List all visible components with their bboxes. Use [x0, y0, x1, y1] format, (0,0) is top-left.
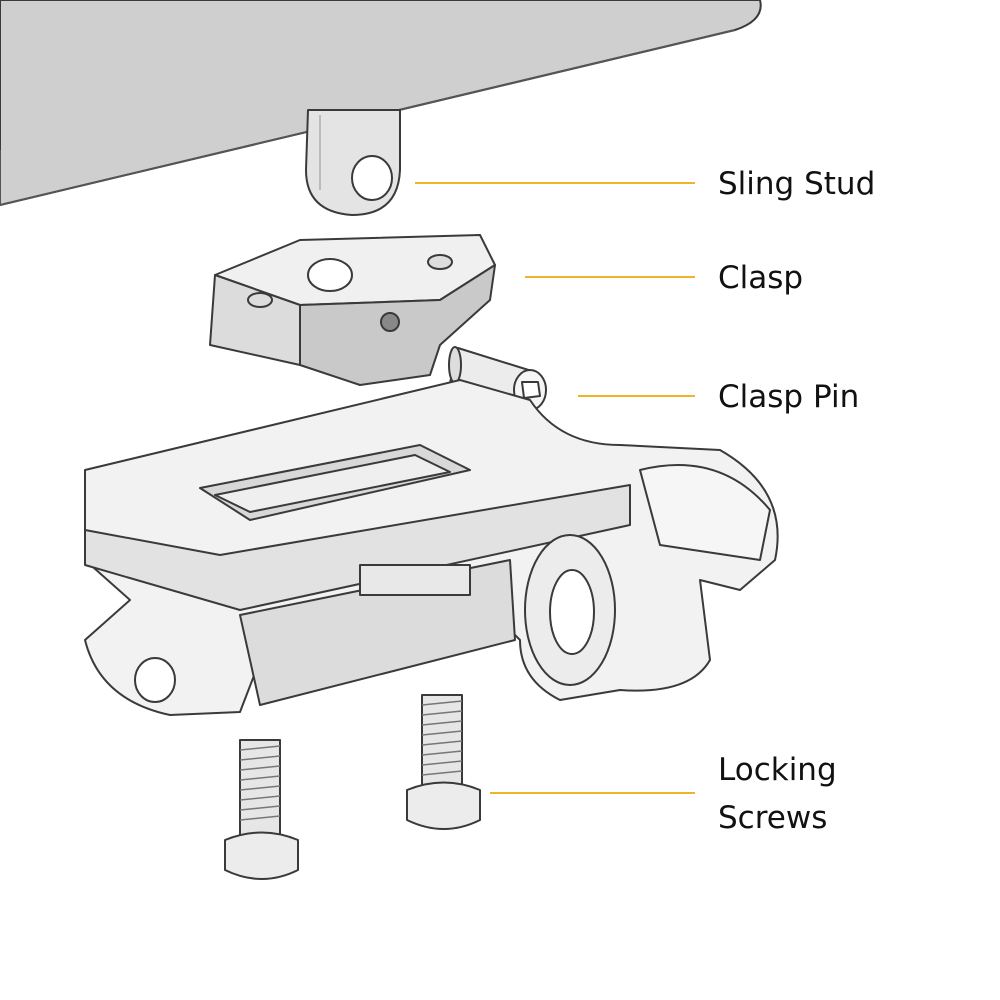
clasp-pin-leader — [578, 395, 695, 397]
locking-screws-label-line1: Locking — [718, 752, 837, 788]
sling-stud-leader — [415, 182, 695, 184]
locking-screw-right — [406, 694, 481, 830]
clasp-label: Clasp — [718, 260, 804, 296]
rifle-stock — [0, 0, 762, 206]
sling-stud-label: Sling Stud — [718, 166, 876, 202]
clasp-pin-label: Clasp Pin — [718, 379, 860, 415]
clasp-part — [209, 234, 496, 386]
locking-screw-left — [224, 739, 299, 880]
clasp-leader — [525, 276, 695, 278]
locking-screws-leader — [490, 792, 695, 794]
sling-stud-part — [305, 109, 401, 216]
locking-screws-label-line2: Screws — [718, 800, 828, 836]
base-part — [84, 379, 779, 716]
